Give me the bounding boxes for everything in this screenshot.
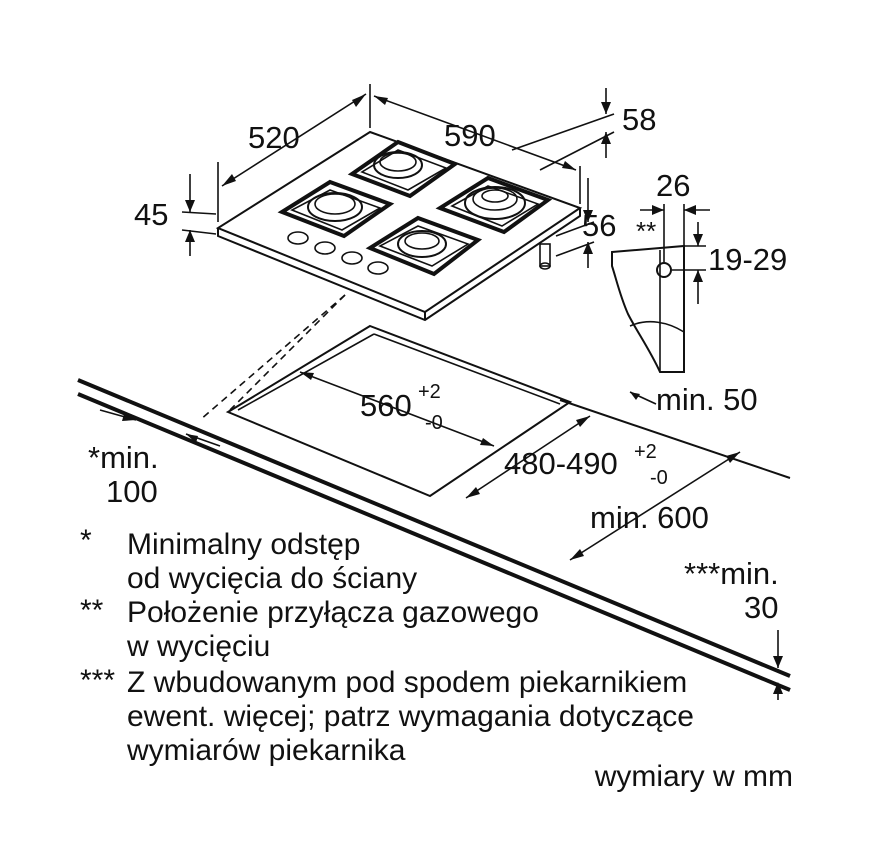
hob-illustration (215, 130, 583, 322)
legend: * Minimalny odstęp od wycięcia do ściany… (80, 524, 793, 793)
burner-front (365, 215, 483, 277)
label-overall-height: 58 (622, 102, 656, 137)
legend-text-2-line2: w wycięciu (126, 630, 270, 663)
cutout-dimension-lines (99, 371, 783, 700)
legend-text-1-line2: od wycięcia do ściany (127, 562, 417, 595)
burner-left (277, 179, 395, 239)
worktop (77, 324, 791, 692)
label-min-wall-line1: *min. (88, 440, 159, 475)
dimension-labels: 520 590 58 45 56 26 ** 19-29 560 +2 -0 4… (88, 102, 787, 625)
label-min-oven-line1: ***min. (684, 556, 779, 591)
legend-mark-1: * (80, 524, 92, 557)
legend-text-3-line2: ewent. więcej; patrz wymagania dotyczące (127, 700, 694, 733)
label-connection-offset: 26 (656, 168, 690, 203)
burner-right-wok (435, 175, 553, 235)
legend-text-1-line1: Minimalny odstęp (127, 528, 360, 561)
legend-mark-3: *** (80, 664, 115, 697)
label-hob-width: 590 (444, 118, 496, 153)
label-min-wall-line2: 100 (106, 474, 158, 509)
legend-text-3-line3: wymiarów piekarnika (126, 734, 406, 767)
label-connection-height: 19-29 (708, 242, 787, 277)
label-hob-height: 45 (134, 197, 168, 232)
label-cutout-depth: 480-490 +2 -0 (504, 441, 668, 489)
label-foot-height: 56 (582, 208, 616, 243)
legend-text-3-line1: Z wbudowanym pod spodem piekarnikiem (127, 666, 687, 699)
label-min-oven-line2: 30 (744, 590, 778, 625)
units-note: wymiary w mm (594, 760, 793, 793)
label-cutout-width: 560 +2 -0 (360, 381, 445, 434)
burner-back (347, 139, 460, 199)
label-connection-marker: ** (636, 216, 656, 246)
label-min-depth: min. 600 (590, 500, 709, 535)
hob-dimension-lines (181, 84, 615, 268)
projection-dashed-lines (199, 294, 346, 421)
legend-text-2-line1: Położenie przyłącza gazowego (127, 596, 539, 629)
label-hob-depth: 520 (248, 120, 300, 155)
gas-connection-detail (611, 204, 710, 373)
control-knobs (287, 231, 389, 275)
label-min-front: min. 50 (656, 382, 758, 417)
legend-mark-2: ** (80, 594, 104, 627)
